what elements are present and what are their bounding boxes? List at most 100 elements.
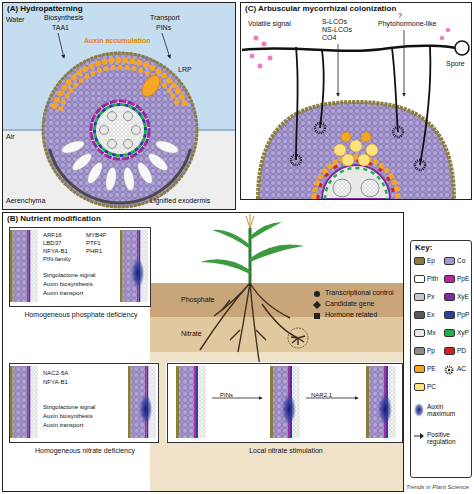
node-text: NAC2-5A [43,370,68,377]
legend-symbol [312,300,322,310]
condition-box: PINsNAR2.1Local nitrate stimulation [167,363,403,443]
legend-text: Ex [427,311,435,318]
box-caption: Homogeneous nitrate deficiency [10,447,160,455]
condition-box: NAC2-5A NFYA-B1Strigolactone signalAuxin … [9,363,159,443]
legend-text: Auxin maximum [427,403,467,417]
legend-text: Mx [427,329,436,336]
legend-text: Candidate gene [325,300,374,308]
legend-swatch [414,311,425,319]
legend-symbol [312,289,322,299]
legend-text: XyP [457,329,469,336]
legend-symbol [414,431,424,441]
symbol-part [420,433,424,439]
legend-text: Ep [427,257,435,264]
legend-text: PD [457,347,466,354]
node-text: ARF16 [43,232,62,239]
node-text: NAR2.1 [311,392,332,399]
node-text: Auxin transport [43,422,83,429]
callout-label: Air [6,133,15,141]
legend-text: Pp [427,347,435,354]
legend-text: Hormone related [325,311,377,319]
symbol-part [314,291,320,297]
callout-label: PINs [156,24,171,32]
node-text: Nitrate [181,330,202,338]
callout-label: Auxin accumulation [84,37,151,45]
node-text: Auxin biosynthesis [43,413,93,420]
key-box: Key:EpCoPithPpEPxXyEExPpPMxXyPPpPDPEACPC… [410,240,472,478]
callout-label: Water [6,16,24,24]
legend-swatch [414,347,425,355]
condition-box: ARF16LBD37NFYA-B1PIN-family MYB4PPTF1PHR1… [9,227,151,307]
node-text: Strigolactone signal [43,272,95,279]
legend-text: PC [427,383,436,390]
legend-swatch [414,275,425,283]
panel-title: (C) Arbuscular mycorrhizal colonization [245,5,396,14]
symbol-part [314,313,320,319]
legend-text: Transcriptional control [325,289,394,297]
panel-b-illustration [2,212,404,492]
legend-symbol [444,365,454,375]
legend-text: Positive regulation [427,431,467,445]
source-credit: Trends in Plant Science [406,484,469,491]
callout-label: Biosynthesis [44,14,83,22]
symbol-part [313,301,321,309]
legend-text: Px [427,293,435,300]
panel-frame: (C) Arbuscular mycorrhizal colonization [240,2,472,200]
node-text: LBD37 [43,240,61,247]
legend-swatch [414,293,425,301]
soil-band: Nitrate [151,318,405,353]
legend-swatch [444,275,455,283]
legend-text: PpE [457,275,469,282]
panel-a-illustration [2,2,236,210]
legend-symbol [312,311,322,321]
callout-label: S-LCOs [322,18,347,26]
symbol-part [448,369,450,371]
node-text: PTF1 [86,240,101,247]
legend-text: Pith [427,275,438,282]
node-text: Phosphate [181,296,214,304]
node-text: NFYA-B1 [43,248,68,255]
callout-label: ? [398,12,402,20]
node-text: Strigolactone signal [43,404,95,411]
node-text: PINs [220,392,233,399]
callout-label: Volatile signal [248,20,291,28]
callout-label: Phytohormone-like [378,20,436,28]
symbol-part [414,436,421,437]
legend-swatch [414,383,425,391]
node-text: Auxin biosynthesis [43,281,93,288]
callout-label: NS-LCOs [322,26,352,34]
panel-frame: (A) Hydropatterning [2,2,236,210]
legend-swatch [444,257,455,265]
legend-swatch [414,257,425,265]
legend-text: PpP [457,311,469,318]
panel-c-illustration [240,2,472,200]
callout-label: Spore [446,60,465,68]
panel-title: (A) Hydropatterning [7,5,83,14]
callout-label: LRP [178,66,192,74]
symbol-part [414,403,424,417]
node-text: PIN-family [43,256,71,263]
callout-label: CO4 [322,34,336,42]
legend-swatch [414,329,425,337]
legend-swatch [444,347,455,355]
legend-swatch [444,329,455,337]
legend-symbol [414,403,424,417]
node-text: PHR1 [86,248,102,255]
legend-text: PE [427,365,436,372]
legend-swatch [444,293,455,301]
node-text: Auxin transport [43,290,83,297]
symbol-part [446,367,453,374]
callout-label: Lignified exodermis [150,197,210,205]
box-caption: Homogeneous phosphate deficiency [10,311,152,319]
callout-label: Aerenchyma [6,197,45,205]
node-text: NFYA-B1 [43,379,68,386]
box-caption: Local nitrate stimulation [168,447,404,455]
panel-title: (B) Nutrient modification [7,215,101,224]
legend-swatch [414,365,425,373]
legend-text: AC [457,365,466,372]
legend-text: Co [457,257,465,264]
node-text: MYB4P [86,232,106,239]
callout-label: Transport [150,14,180,22]
callout-label: TAA1 [52,24,69,32]
legend-text: XyE [457,293,469,300]
